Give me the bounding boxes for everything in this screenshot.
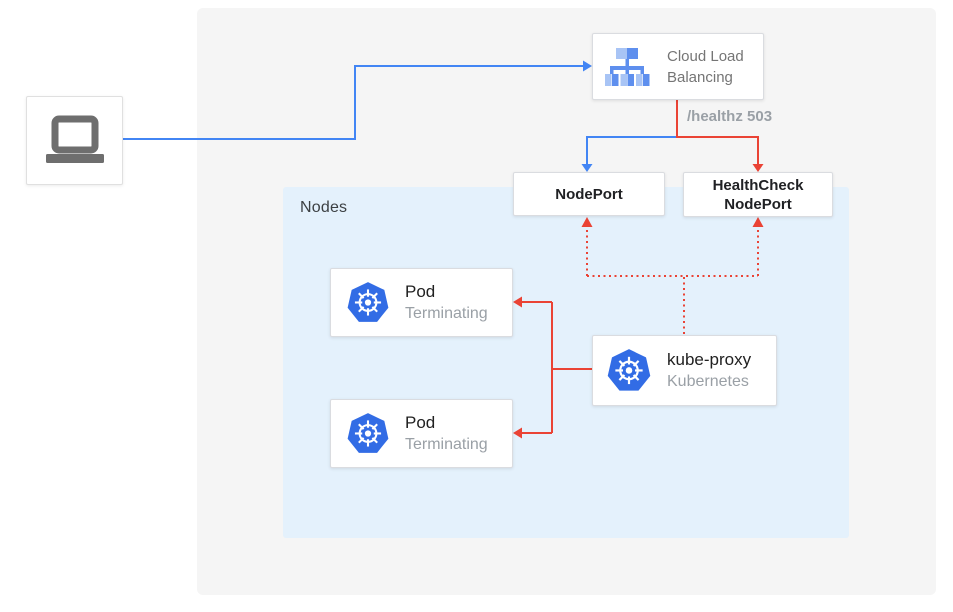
kube-proxy-title: kube-proxy — [667, 350, 752, 369]
kubernetes-icon — [345, 280, 391, 326]
nodeport-label: NodePort — [555, 185, 623, 203]
pod-title: Pod — [405, 413, 436, 432]
clb-label-line-2: Balancing — [667, 68, 733, 86]
clb-label-line-1: Cloud Load — [667, 47, 744, 65]
nodeport-node: NodePort — [513, 172, 665, 216]
nodes-panel-label: Nodes — [300, 199, 348, 216]
kube-proxy-subtitle: Kubernetes — [667, 373, 749, 390]
pod-2-node: Pod Terminating — [330, 399, 513, 468]
kubernetes-icon — [345, 411, 391, 457]
client-node — [26, 96, 123, 185]
pod-title: Pod — [405, 282, 436, 301]
pod-1-node: Pod Terminating — [330, 268, 513, 337]
pod-status: Terminating — [405, 305, 488, 322]
kube-proxy-node: kube-proxy Kubernetes — [592, 335, 777, 406]
healthcheck-nodeport-line-2: NodePort — [724, 195, 792, 213]
healthcheck-nodeport-node: HealthCheck NodePort — [683, 172, 833, 217]
cloud-load-balancing-icon — [603, 46, 651, 88]
cloud-load-balancing-node: Cloud Load Balancing — [592, 33, 764, 100]
healthz-status-label: /healthz 503 — [687, 108, 773, 125]
pod-status: Terminating — [405, 436, 488, 453]
healthcheck-nodeport-label: HealthCheck NodePort — [684, 176, 832, 214]
kubernetes-icon — [605, 347, 653, 395]
laptop-icon — [44, 115, 106, 167]
healthcheck-nodeport-line-1: HealthCheck — [712, 176, 804, 194]
